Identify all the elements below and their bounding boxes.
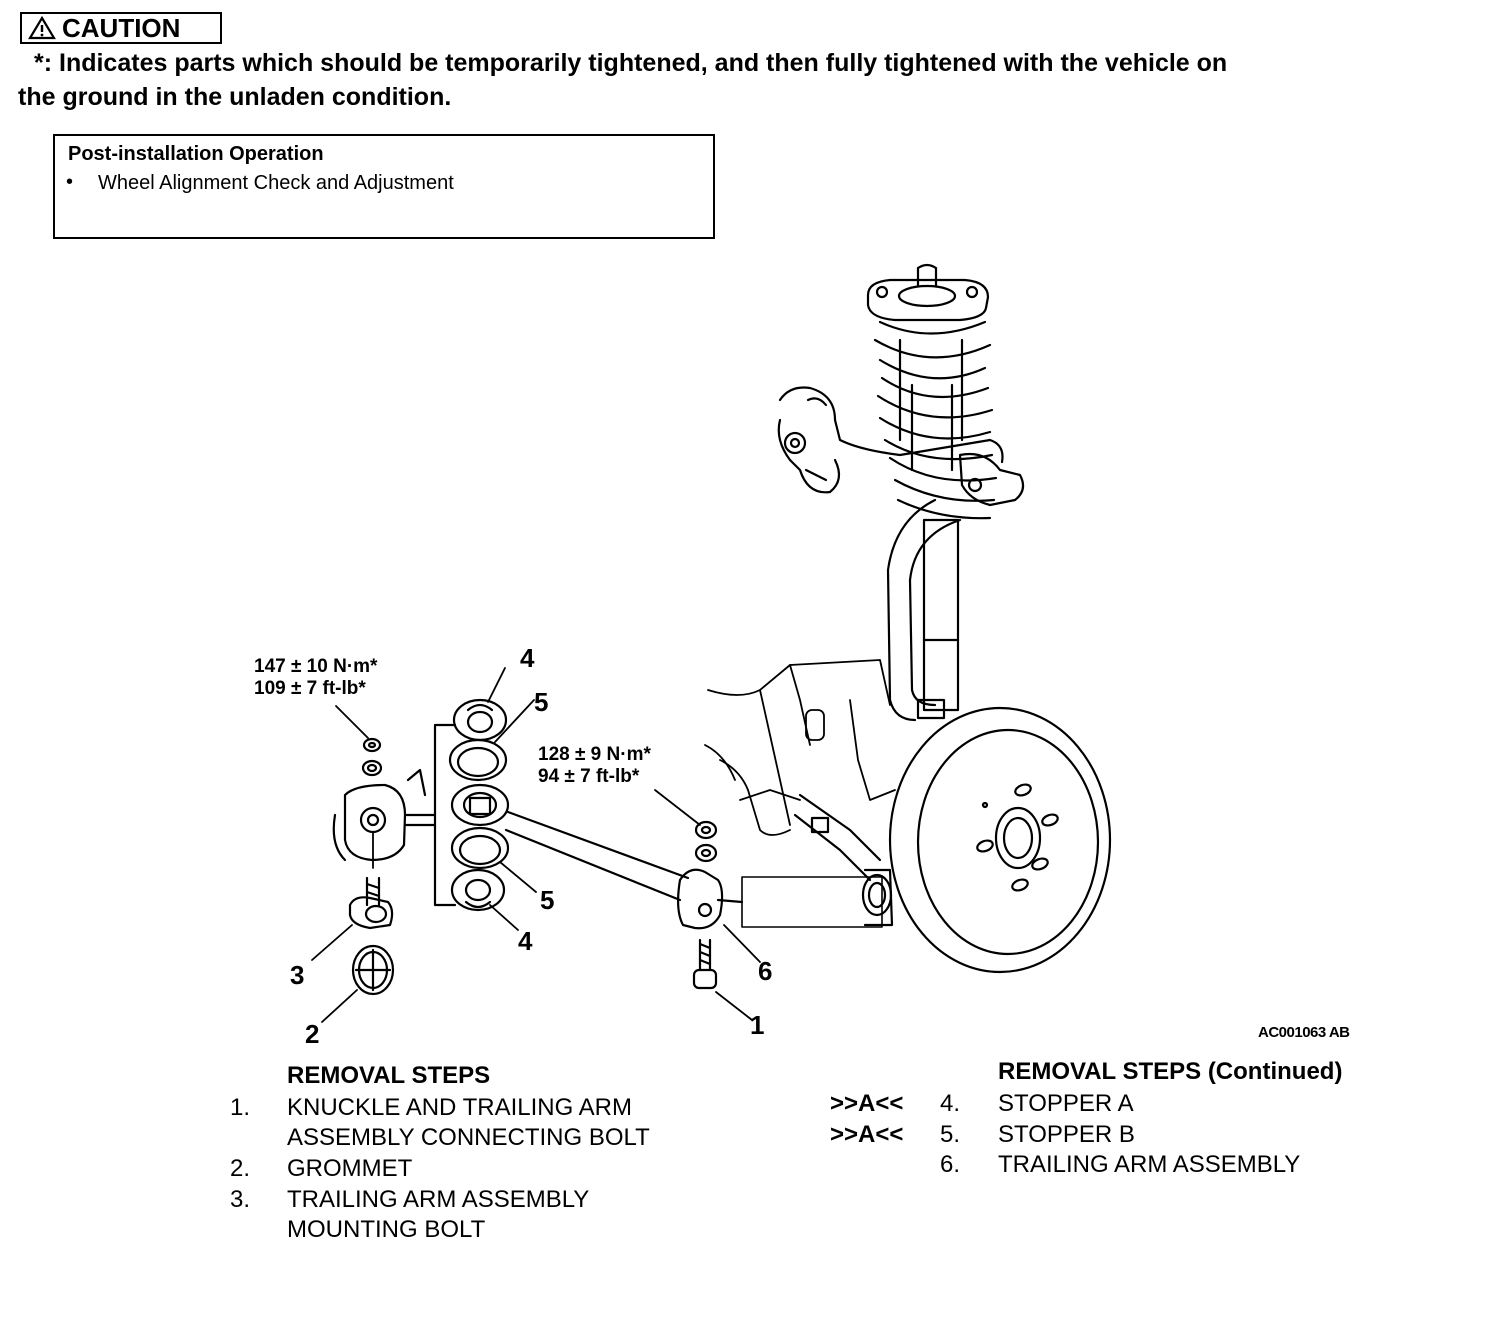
removal-steps-continued-heading: REMOVAL STEPS (Continued) <box>998 1058 1343 1085</box>
step-1-line-2: ASSEMBLY CONNECTING BOLT <box>287 1124 650 1151</box>
callout-4-bottom: 4 <box>518 926 533 956</box>
step-4-marker: >>A<< <box>830 1090 904 1117</box>
step-6-number: 6. <box>940 1151 961 1178</box>
callout-2: 2 <box>305 1019 320 1049</box>
torque-callout-mount: 147 ± 10 N·m* 109 ± 7 ft-lb* <box>254 656 377 700</box>
callout-5-bottom: 5 <box>540 885 555 915</box>
callout-6: 6 <box>758 956 773 986</box>
callout-5-top: 5 <box>534 687 549 717</box>
post-installation-item: Wheel Alignment Check and Adjustment <box>98 172 454 194</box>
torque-ftlb: 94 ± 7 ft-lb* <box>538 766 640 787</box>
step-1-number: 1. <box>230 1094 251 1121</box>
torque-nm: 128 ± 9 N·m* <box>538 744 651 765</box>
brake-drum <box>888 706 1112 974</box>
strut-assembly <box>777 263 1025 722</box>
torque-ftlb: 109 ± 7 ft-lb* <box>254 678 366 699</box>
post-installation-bullet: • <box>66 171 74 193</box>
post-installation-box <box>53 134 715 239</box>
stopper-stack <box>403 698 510 912</box>
torque-callout-connect: 128 ± 9 N·m* 94 ± 7 ft-lb* <box>538 744 651 788</box>
caution-text-line-2: the ground in the unladen condition. <box>18 83 452 111</box>
trailing-arm <box>504 793 894 990</box>
callout-3: 3 <box>290 960 305 990</box>
step-5-marker: >>A<< <box>830 1121 904 1148</box>
step-3-line-2: MOUNTING BOLT <box>287 1216 486 1243</box>
step-3-line-1: TRAILING ARM ASSEMBLY <box>287 1186 590 1213</box>
step-2-number: 2. <box>230 1155 251 1182</box>
body-outline <box>704 659 896 836</box>
step-5-line-1: STOPPER B <box>998 1121 1135 1148</box>
warning-icon <box>28 16 56 40</box>
callout-4-top: 4 <box>520 643 535 673</box>
mount-bracket <box>332 737 427 996</box>
figure-code: AC001063 AB <box>1258 1024 1350 1041</box>
removal-steps-heading: REMOVAL STEPS <box>287 1062 491 1089</box>
step-6-line-1: TRAILING ARM ASSEMBLY <box>998 1151 1301 1178</box>
step-4-number: 4. <box>940 1090 961 1117</box>
callout-1: 1 <box>750 1010 765 1040</box>
step-3-number: 3. <box>230 1186 251 1213</box>
step-5-number: 5. <box>940 1121 961 1148</box>
post-installation-title: Post-installation Operation <box>68 143 324 165</box>
step-1-line-1: KNUCKLE AND TRAILING ARM <box>287 1094 632 1121</box>
caution-text-line-1: *: Indicates parts which should be tempo… <box>34 49 1228 77</box>
step-2-line-1: GROMMET <box>287 1155 413 1182</box>
step-4-line-1: STOPPER A <box>998 1090 1134 1117</box>
caution-banner: CAUTION <box>20 12 222 44</box>
leader-lines <box>311 667 761 1023</box>
caution-title: CAUTION <box>62 12 181 43</box>
torque-nm: 147 ± 10 N·m* <box>254 656 378 677</box>
